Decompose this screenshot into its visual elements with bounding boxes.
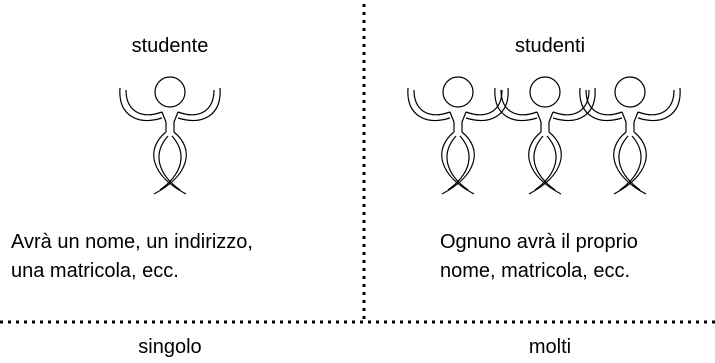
label-studente: studente [131, 35, 209, 57]
label-studenti: studenti [514, 35, 586, 57]
description-left-line1: Avrà un nome, un indirizzo, [11, 231, 253, 253]
students-figure-group [407, 76, 681, 195]
label-molti: molti [528, 336, 572, 358]
student-figure [119, 76, 221, 195]
description-right-line2: nome, matricola, ecc. [440, 260, 631, 282]
label-singolo: singolo [138, 336, 202, 358]
student-figure-1 [407, 76, 509, 195]
description-right-line1: Ognuno avrà il proprio [440, 231, 638, 253]
description-left-line2: una matricola, ecc. [11, 260, 179, 282]
